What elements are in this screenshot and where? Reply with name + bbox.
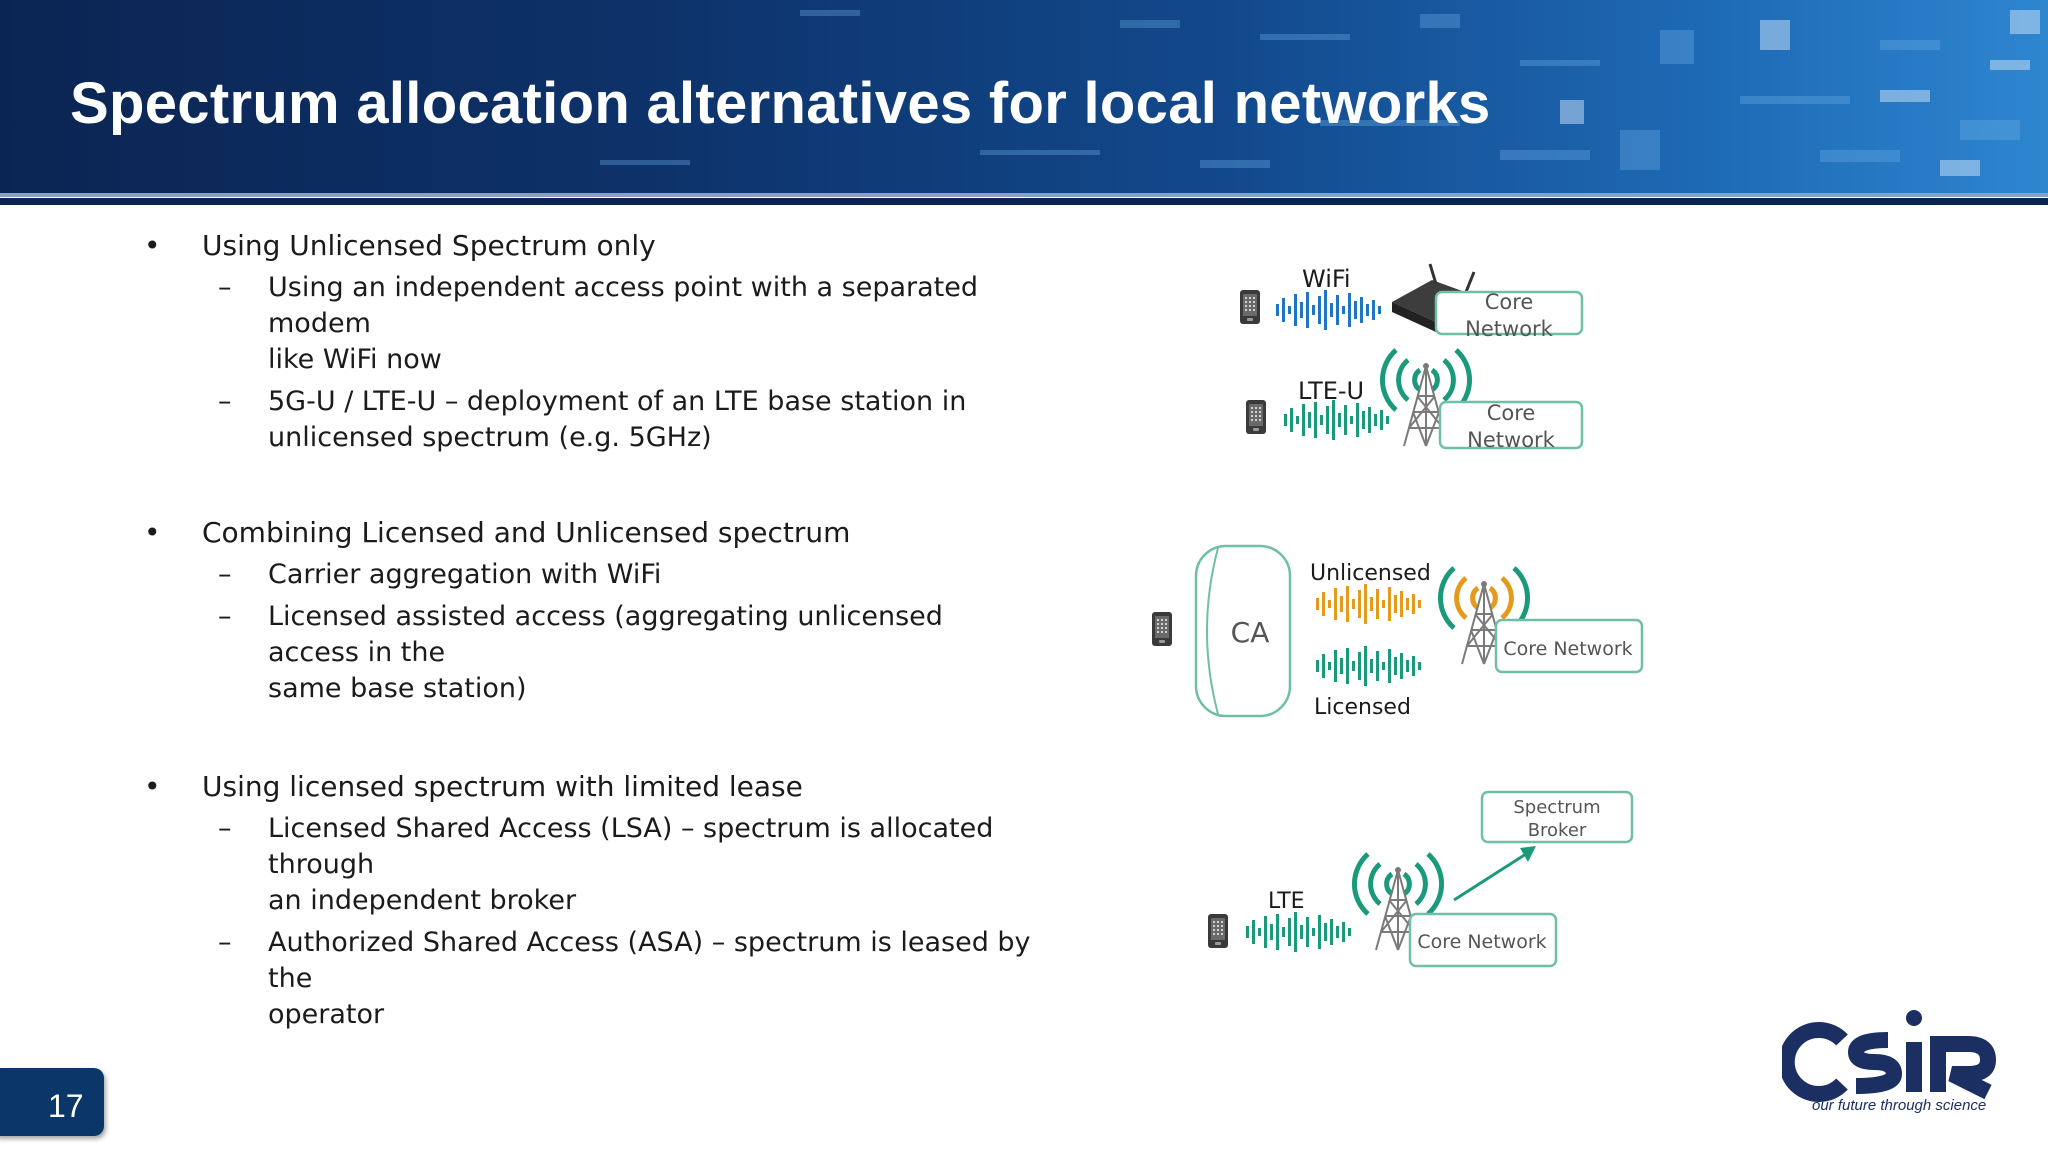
sub-text: same base station) [268,673,527,704]
bullet-text: Using Unlicensed Spectrum only [202,229,656,262]
sub-text: 5G-U / LTE-U – deployment of an LTE base… [268,386,967,417]
broker-arrow [1453,852,1527,902]
ca-diagram: CA Unlicensed Licensed Core Network [1152,544,1644,720]
page-title: Spectrum allocation alternatives for loc… [70,71,1491,136]
phone-icon [1246,400,1266,434]
wifi-label: WiFi [1302,265,1351,293]
lte-u-label: LTE-U [1298,377,1364,405]
ca-box [1194,544,1292,718]
wifi-wave-icon [1276,290,1381,330]
sub-text: Authorized Shared Access (ASA) – spectru… [268,927,1031,994]
core-network-box [1434,290,1584,336]
broker-label: Spectrum [1513,797,1600,818]
lte-label: LTE [1268,889,1305,914]
logo-tagline: our future through science [1812,1097,1987,1114]
sub-item: –5G-U / LTE-U – deployment of an LTE bas… [218,386,967,453]
sub-item: –Carrier aggregation with WiFi [218,559,662,590]
csir-logo [1782,1010,1997,1102]
phone-icon [1152,612,1172,646]
sub-item: –Licensed assisted access (aggregating u… [218,601,943,704]
lte-wave-icon [1246,912,1351,952]
phone-icon [1208,914,1228,948]
sub-text: like WiFi now [268,344,442,375]
sub-item: –Authorized Shared Access (ASA) – spectr… [218,927,1031,1030]
sub-text: an independent broker [268,885,577,916]
ca-label: CA [1231,616,1270,649]
sub-item: –Licensed Shared Access (LSA) – spectrum… [218,813,994,916]
core-network-box [1438,400,1584,450]
phone-icon [1240,290,1260,324]
core-network-label: Core [1485,290,1534,314]
licensed-wave-icon [1316,646,1421,686]
sub-text: operator [268,999,385,1030]
bullet-text: Using licensed spectrum with limited lea… [202,770,803,803]
bullet-text: Combining Licensed and Unlicensed spectr… [202,516,851,549]
spectrum-broker-box [1480,790,1634,844]
signal-icon [1438,566,1530,630]
page-number: 17 [48,1088,84,1124]
bullet-item: •Combining Licensed and Unlicensed spect… [144,516,851,549]
sub-text: unlicensed spectrum (e.g. 5GHz) [268,422,712,453]
bullet-item: •Using licensed spectrum with limited le… [144,770,803,803]
unlicensed-label: Unlicensed [1310,561,1431,586]
unlicensed-wave-icon [1316,584,1421,624]
core-network-box [1494,618,1644,674]
header-rule-dark [0,198,2048,205]
sub-item: –Using an independent access point with … [218,272,979,375]
core-network-label: Core Network [1417,931,1546,953]
core-network-label: Core Network [1503,638,1632,660]
core-network-label: Network [1465,317,1554,341]
licensed-label: Licensed [1314,695,1411,720]
header-rule-light [0,193,2048,197]
lsa-diagram: LTE Core Network Spectrum Broker [1208,790,1634,968]
sub-text: Licensed assisted access (aggregating un… [268,601,943,668]
core-network-label: Network [1467,428,1556,452]
core-network-label: Core [1487,401,1536,425]
sub-text: Carrier aggregation with WiFi [268,559,662,590]
sub-text: Using an independent access point with a… [268,272,979,339]
core-network-box [1408,912,1558,968]
broker-label: Broker [1528,820,1587,841]
arrow-head-icon [1520,846,1536,862]
lte-u-wave-icon [1284,400,1389,440]
section-combined: •Combining Licensed and Unlicensed spect… [140,515,1040,707]
section-licensed-lease: •Using licensed spectrum with limited le… [140,769,1040,1033]
wifi-diagram: WiFi Core Network [1240,263,1584,341]
sub-text: Licensed Shared Access (LSA) – spectrum … [268,813,994,880]
page-number-badge [0,1068,104,1136]
header-banner [0,0,2048,196]
header-texture [600,10,2040,176]
bullet-item: •Using Unlicensed Spectrum only [144,229,656,262]
lte-u-diagram: LTE-U Core Network [1246,350,1584,452]
section-unlicensed: •Using Unlicensed Spectrum only –Using a… [140,228,1040,456]
